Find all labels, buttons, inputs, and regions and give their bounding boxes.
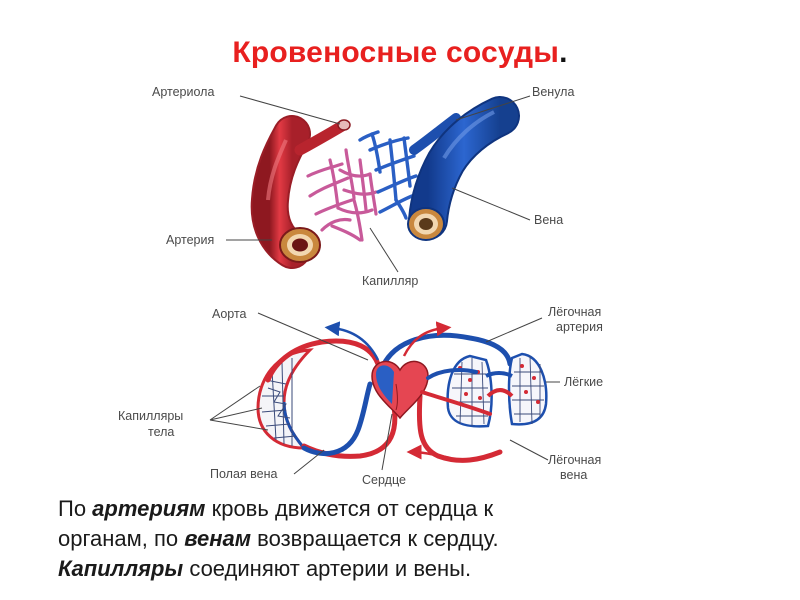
label-capillary: Капилляр — [362, 274, 418, 288]
label-aorta: Аорта — [212, 307, 247, 321]
caption-l1-c: кровь движется от сердца к — [205, 496, 493, 521]
label-vein: Вена — [534, 213, 563, 227]
label-pulmonary-artery-line1: Лёгочная — [548, 305, 601, 319]
caption-l3-bold: Капилляры — [58, 556, 183, 581]
lungs — [448, 354, 547, 426]
vein-vessel — [408, 112, 500, 240]
caption-l1-bold: артериям — [92, 496, 205, 521]
caption-line-3: Капилляры соединяют артерии и вены. — [58, 554, 778, 584]
artery-vessel — [268, 134, 320, 262]
caption-l2-bold: венам — [184, 526, 251, 551]
label-artery: Артерия — [166, 233, 214, 247]
circulation-bottom-group: Аорта Лёгочная артерия Лёгкие Капилляры … — [118, 305, 603, 487]
label-body-capillaries-line2: тела — [148, 425, 174, 439]
vessels-top-group: Артериола Венула Артерия Вена Капилляр — [152, 85, 574, 288]
caption-text: По артериям кровь движется от сердца к о… — [58, 494, 778, 584]
body-capillaries — [258, 350, 310, 448]
label-pulmonary-vein-line2: вена — [560, 468, 587, 482]
label-body-capillaries-line1: Капилляры — [118, 409, 183, 423]
label-vena-cava: Полая вена — [210, 467, 278, 481]
label-arteriole: Артериола — [152, 85, 214, 99]
caption-l2-a: органам, по — [58, 526, 184, 551]
label-pulmonary-artery-line2: артерия — [556, 320, 603, 334]
label-pulmonary-vein-line1: Лёгочная — [548, 453, 601, 467]
label-lungs: Лёгкие — [564, 375, 603, 389]
capillary-network — [308, 150, 376, 240]
caption-line-2: органам, по венам возвращается к сердцу. — [58, 524, 778, 554]
label-venule: Венула — [532, 85, 574, 99]
label-heart: Сердце — [362, 473, 406, 487]
caption-l1-a: По — [58, 496, 92, 521]
caption-l3-b: соединяют артерии и вены. — [183, 556, 471, 581]
caption-line-1: По артериям кровь движется от сердца к — [58, 494, 778, 524]
caption-l2-c: возвращается к сердцу. — [251, 526, 499, 551]
